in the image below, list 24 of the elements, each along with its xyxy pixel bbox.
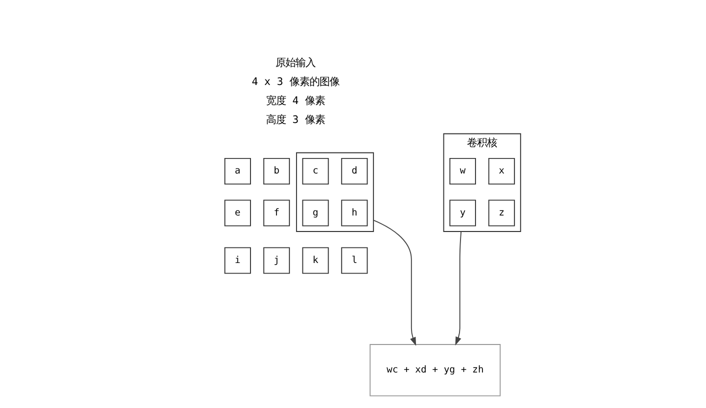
node-box: h	[340, 200, 368, 226]
arrow	[372, 220, 416, 346]
node-box: a	[224, 158, 250, 185]
cluster	[296, 152, 374, 232]
node-box: w	[448, 158, 476, 185]
node-box: c	[302, 158, 328, 185]
node-box: i	[224, 247, 250, 274]
node-box: f	[262, 200, 290, 226]
node-box: wc + xd + yg + zh	[369, 344, 500, 396]
node-box: b	[262, 158, 290, 185]
node-box: z	[488, 200, 514, 226]
node-box: x	[488, 158, 514, 185]
node-box: k	[302, 247, 328, 274]
arrow	[454, 231, 462, 346]
label: 宽度 4 像素	[266, 95, 325, 108]
node-box: y	[448, 200, 476, 226]
label: 高度 3 像素	[266, 114, 325, 126]
node-box: e	[224, 200, 250, 226]
node-box: g	[302, 200, 328, 226]
node-box: l	[340, 247, 368, 274]
label: 原始输入	[275, 57, 316, 70]
node-box: j	[262, 247, 290, 274]
label: 4 x 3 像素的图像	[251, 76, 339, 88]
node-box: d	[340, 158, 368, 185]
